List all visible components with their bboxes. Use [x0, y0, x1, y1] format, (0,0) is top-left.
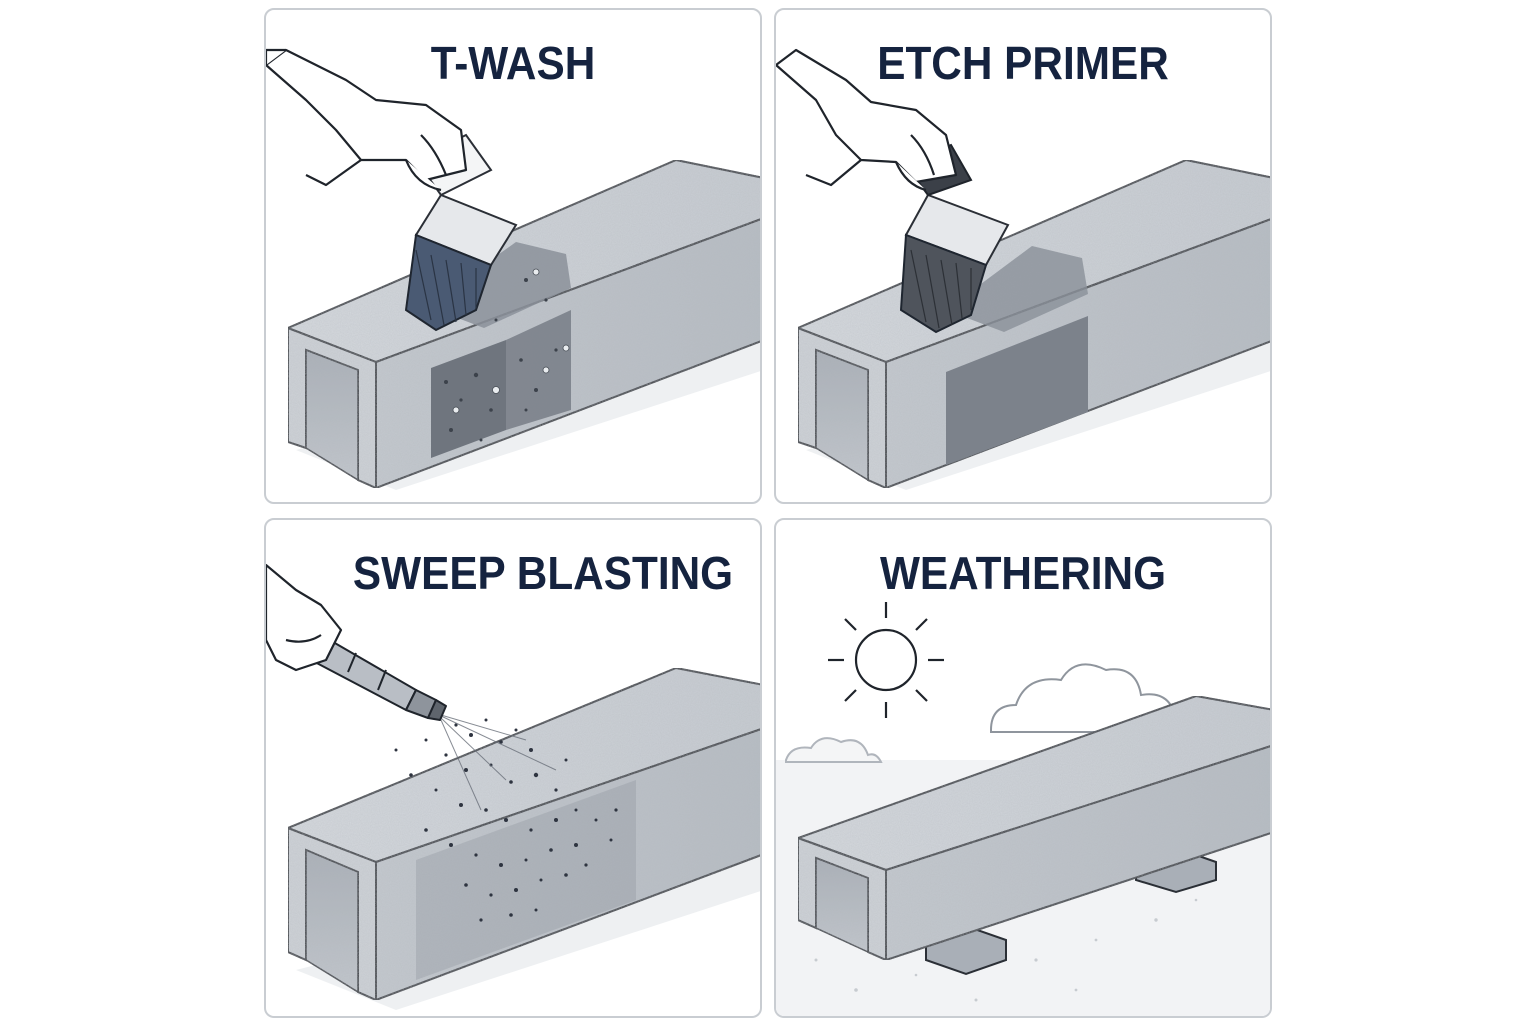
steel-channel	[795, 694, 1270, 962]
gloved-hand-icon	[266, 563, 343, 672]
t-wash-illustration	[266, 48, 760, 490]
panel-title-t-wash: T-WASH	[430, 37, 596, 89]
sweep-blasting-illustration	[266, 563, 760, 1010]
panel-etch-primer: ETCH PRIMER	[774, 8, 1272, 504]
cloud-icon	[785, 663, 1177, 763]
panel-title-etch-primer: ETCH PRIMER	[877, 37, 1169, 89]
gloved-hand-icon	[776, 48, 958, 192]
panel-sweep-blasting: SWEEP BLASTING	[264, 518, 762, 1018]
etch-primer-illustration	[776, 48, 1270, 490]
etch-primer-coated-area	[946, 246, 1088, 465]
blast-nozzle-icon	[310, 634, 447, 721]
panel-title-sweep-blasting: SWEEP BLASTING	[352, 547, 734, 599]
gloved-hand-icon	[266, 48, 468, 192]
panel-title-weathering: WEATHERING	[879, 547, 1167, 599]
blast-particles	[394, 718, 618, 922]
panel-t-wash: T-WASH	[264, 8, 762, 504]
sun-icon	[828, 602, 944, 718]
steel-channel	[285, 666, 760, 1002]
weathering-illustration	[776, 602, 1270, 1016]
panel-weathering: WEATHERING	[774, 518, 1272, 1018]
